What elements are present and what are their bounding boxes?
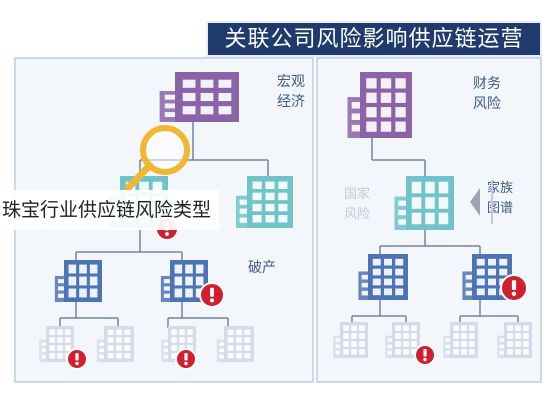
label-finance-line2: 风险 — [473, 96, 501, 112]
right-branch-b2-building-icon — [497, 322, 532, 358]
right-branch-a2-building-icon — [385, 322, 420, 358]
label-country-line2: 风险 — [344, 207, 370, 222]
core-company-building-icon — [394, 176, 454, 230]
company-right-building-icon — [235, 176, 293, 228]
branch-a1-building-icon — [39, 326, 74, 362]
magnifier-icon — [124, 125, 190, 192]
right-branch-b1-building-icon — [443, 322, 478, 358]
right-subsidiary-a-building-icon — [358, 254, 408, 300]
label-family-line2: 图谱 — [487, 201, 513, 216]
label-country-line1: 国家 — [344, 186, 370, 202]
connectors — [59, 120, 519, 328]
alert-icon-branch-b1 — [175, 348, 197, 370]
branch-b2-building-icon — [216, 326, 254, 362]
macro-economy-building-icon — [159, 72, 239, 122]
right-branch-a1-building-icon — [333, 322, 368, 358]
label-family-line1: 家族 — [487, 180, 513, 196]
alert-icon-right-branch-a2 — [414, 344, 436, 366]
label-bankrupt: 破产 — [248, 260, 276, 276]
title-banner: 关联公司风险影响供应链运营 — [206, 21, 542, 57]
label-finance-line1: 财务 — [473, 76, 501, 92]
branch-a2-building-icon — [96, 326, 134, 362]
subsidiary-a-building-icon — [54, 260, 102, 302]
alert-icon-branch-a1 — [66, 348, 88, 370]
finance-building-icon — [347, 72, 412, 138]
overlay-caption: 珠宝行业供应链风险类型 — [0, 190, 220, 230]
alert-icon-right-subsidiary-b — [500, 274, 528, 302]
left-arrow-icon — [470, 180, 493, 224]
diagram-title: 关联公司风险影响供应链运营 — [224, 27, 524, 52]
alert-icon-subsidiary-b — [199, 282, 225, 308]
label-macro-line1: 宏观 — [277, 74, 305, 90]
label-macro-line2: 经济 — [277, 94, 305, 110]
